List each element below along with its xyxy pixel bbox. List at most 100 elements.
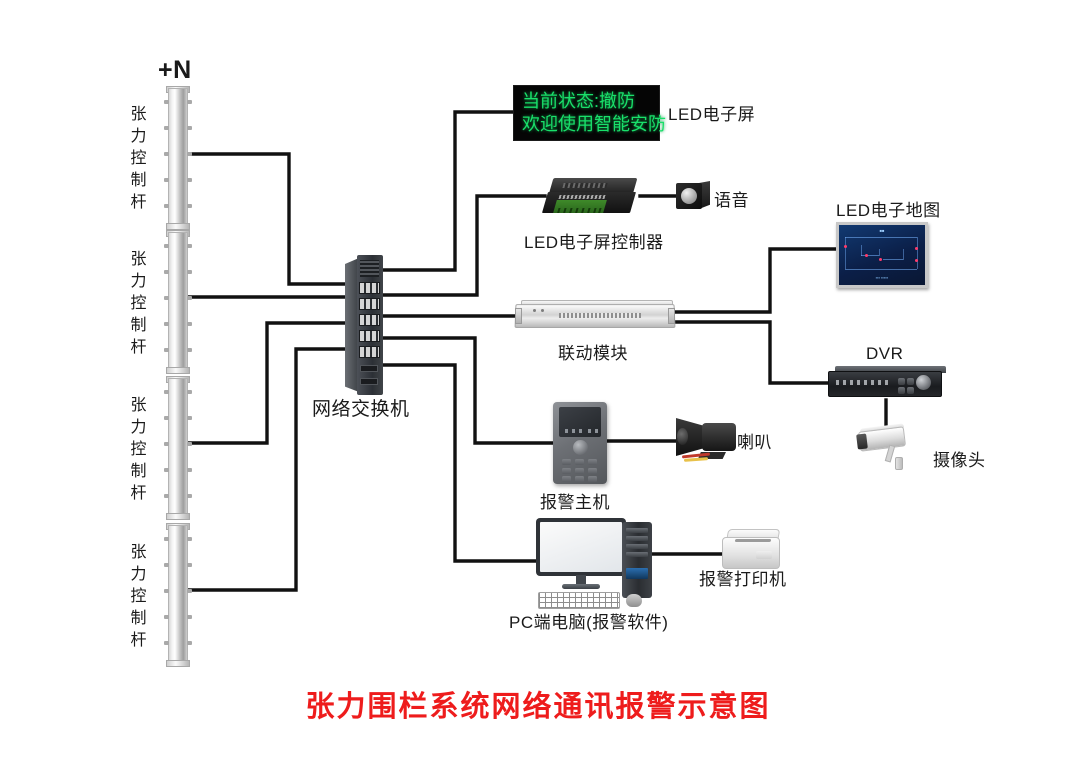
link-switch-ledscreen bbox=[381, 110, 515, 272]
pole-bracket bbox=[187, 152, 192, 156]
keypad-key[interactable] bbox=[562, 459, 571, 465]
pc-tower[interactable] bbox=[622, 522, 652, 598]
pole-bracket bbox=[187, 416, 192, 420]
led-screen-line-2: 欢迎使用智能安防 bbox=[522, 114, 666, 134]
link-linkage-ledmap bbox=[670, 247, 838, 314]
tension-control-pole-4[interactable] bbox=[164, 523, 192, 667]
pole-body bbox=[168, 378, 188, 518]
dvr-button[interactable] bbox=[898, 387, 905, 394]
keypad-key[interactable] bbox=[588, 468, 597, 474]
pole-body bbox=[168, 525, 188, 665]
dvr-device[interactable] bbox=[828, 366, 946, 400]
tension-control-pole-1[interactable] bbox=[164, 86, 192, 230]
voice-module-label: 语音 bbox=[714, 191, 749, 210]
security-camera-label: 摄像头 bbox=[933, 451, 986, 470]
dvr-button[interactable] bbox=[898, 378, 905, 385]
network-switch[interactable] bbox=[345, 255, 389, 395]
linkage-rack-ear bbox=[668, 308, 675, 324]
alarm-host-display bbox=[559, 407, 601, 437]
link-switch-alarmhost bbox=[381, 336, 555, 445]
printer-control-pad[interactable] bbox=[756, 551, 772, 559]
pole-bracket bbox=[187, 244, 192, 248]
tower-drive-bay bbox=[626, 536, 648, 541]
switch-sfp-slot bbox=[360, 365, 378, 372]
pole-bracket bbox=[187, 348, 192, 352]
linkage-module[interactable] bbox=[514, 300, 676, 332]
horn-speaker-label: 喇叭 bbox=[737, 433, 772, 452]
controller-terminal-block bbox=[553, 200, 607, 213]
linkage-module-label: 联动模块 bbox=[558, 344, 628, 363]
dvr-button[interactable] bbox=[907, 378, 914, 385]
speaker-body bbox=[702, 423, 736, 451]
pole-bracket bbox=[187, 468, 192, 472]
pole-bracket bbox=[187, 494, 192, 498]
keypad-key[interactable] bbox=[575, 476, 584, 482]
pole-bracket bbox=[187, 390, 192, 394]
pole-body bbox=[168, 88, 188, 228]
pole-bracket bbox=[164, 494, 169, 498]
keypad-key[interactable] bbox=[575, 459, 584, 465]
alarm-host-panel[interactable] bbox=[553, 402, 607, 484]
pole-bracket bbox=[164, 244, 169, 248]
led-display-screen[interactable]: 当前状态:撤防 欢迎使用智能安防 bbox=[513, 85, 666, 141]
keyboard[interactable] bbox=[538, 592, 620, 609]
horn-speaker[interactable] bbox=[676, 414, 746, 466]
tension-control-pole-2-label: 张力控制杆 bbox=[130, 251, 147, 356]
speaker-bracket bbox=[698, 452, 726, 459]
pole-bracket bbox=[187, 204, 192, 208]
pole-bracket bbox=[164, 204, 169, 208]
led-screen-line-1: 当前状态:撤防 bbox=[522, 91, 636, 111]
pc-workstation[interactable] bbox=[536, 518, 676, 614]
plus-n-label: +N bbox=[158, 56, 192, 84]
tension-control-pole-2[interactable] bbox=[164, 230, 192, 374]
keypad-key[interactable] bbox=[562, 468, 571, 474]
controller-vent-strip bbox=[562, 183, 608, 188]
dvr-jog-dial[interactable] bbox=[916, 375, 931, 390]
controller-pin-header bbox=[558, 195, 606, 199]
link-switch-pc bbox=[381, 363, 538, 563]
keypad-key[interactable] bbox=[588, 476, 597, 482]
pole-bracket bbox=[164, 390, 169, 394]
switch-port-row bbox=[359, 330, 380, 342]
pole-bracket bbox=[164, 178, 169, 182]
pole-cap-bottom bbox=[166, 513, 190, 520]
led-electronic-map[interactable]: ■■ ▪▪▪ ▪▪▪▪▪ bbox=[836, 222, 928, 288]
pole-bracket bbox=[164, 126, 169, 130]
security-camera[interactable] bbox=[855, 423, 921, 471]
dvr-button[interactable] bbox=[907, 387, 914, 394]
pole-bracket bbox=[187, 442, 192, 446]
keypad-key[interactable] bbox=[588, 459, 597, 465]
pole-bracket bbox=[187, 563, 192, 567]
alarm-host-dial[interactable] bbox=[573, 440, 588, 455]
switch-port-row bbox=[359, 282, 380, 294]
pole-bracket bbox=[164, 100, 169, 104]
pole-bracket bbox=[164, 322, 169, 326]
link-linkage-dvr bbox=[670, 320, 830, 385]
link-pole1-switch bbox=[184, 152, 350, 286]
tower-drive-bay bbox=[626, 528, 648, 533]
tension-control-pole-1-label: 张力控制杆 bbox=[130, 106, 147, 211]
keypad-key[interactable] bbox=[575, 468, 584, 474]
alarm-printer[interactable] bbox=[722, 529, 784, 573]
pole-cap-bottom bbox=[166, 367, 190, 374]
switch-side-panel bbox=[345, 258, 359, 392]
pole-bracket bbox=[187, 178, 192, 182]
pole-bracket bbox=[164, 296, 169, 300]
link-switch-ledcontroller bbox=[381, 194, 547, 297]
switch-sfp-slot bbox=[360, 378, 378, 385]
link-pole4-switch bbox=[184, 347, 350, 592]
pole-bracket bbox=[164, 270, 169, 274]
pole-bracket bbox=[164, 348, 169, 352]
printer-paper-slot bbox=[734, 539, 772, 542]
switch-port-row bbox=[359, 314, 380, 326]
pole-bracket bbox=[164, 152, 169, 156]
keypad-key[interactable] bbox=[562, 476, 571, 482]
led-screen-controller[interactable] bbox=[541, 178, 639, 218]
tension-control-pole-4-label: 张力控制杆 bbox=[130, 544, 147, 649]
voice-module[interactable] bbox=[676, 181, 710, 211]
pc-monitor[interactable] bbox=[536, 518, 626, 576]
tension-control-pole-3[interactable] bbox=[164, 376, 192, 520]
speaker-driver-cap bbox=[677, 428, 688, 445]
mouse[interactable] bbox=[626, 594, 642, 607]
